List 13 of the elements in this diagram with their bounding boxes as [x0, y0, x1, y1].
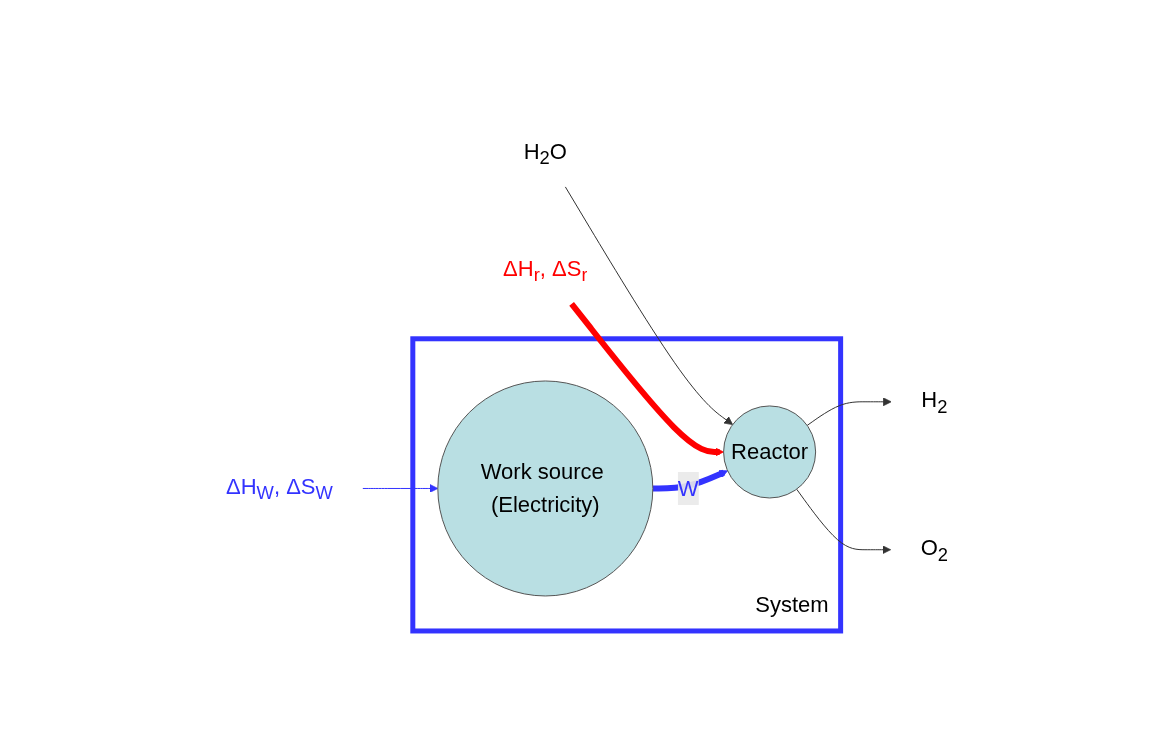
- arrow: [568, 301, 724, 457]
- node-text: O$_{2}$: [920, 535, 948, 565]
- arrow: [361, 484, 438, 493]
- node-text: ΔH$_{r}$, ΔS$_{r}$: [502, 255, 588, 286]
- node-text: H$_{2}$: [920, 387, 947, 417]
- node-circle: Work source (Electricity): [436, 380, 653, 597]
- node-circle: Reactor: [722, 405, 816, 499]
- arrow: [795, 488, 891, 555]
- edge-label: W: [677, 475, 699, 501]
- arrow: [806, 397, 892, 426]
- node-text: H$_{2}$O: [523, 139, 567, 169]
- node-text: ΔH$_{W}$, ΔS$_{W}$: [225, 474, 333, 504]
- arrow: [564, 186, 733, 425]
